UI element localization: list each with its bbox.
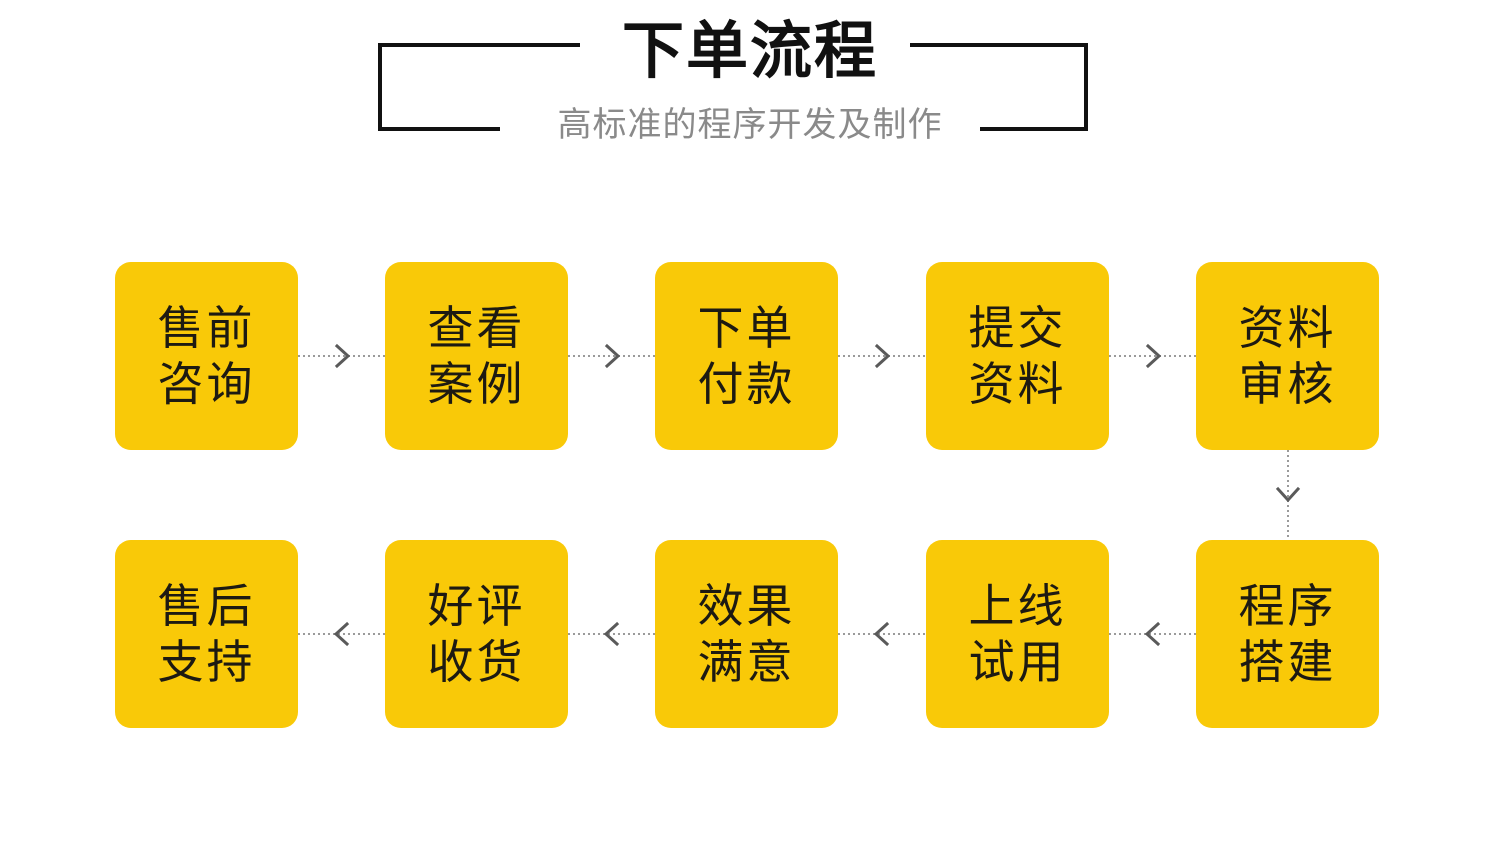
connector-dotted-line	[298, 355, 386, 357]
chevron-left-icon	[868, 620, 896, 648]
step-6-line-2: 搭建	[1238, 636, 1337, 688]
step-box-3[interactable]: 下单 付款	[655, 262, 838, 450]
chevron-right-icon	[598, 342, 626, 370]
connector-9-to-10	[298, 612, 386, 656]
step-5-line-2: 审核	[1238, 358, 1337, 410]
connector-dotted-line	[568, 355, 656, 357]
step-4-line-1: 提交	[968, 302, 1067, 354]
connector-8-to-9	[568, 612, 656, 656]
chevron-down-icon	[1274, 480, 1302, 508]
connector-5-to-6	[1266, 450, 1310, 540]
step-8-line-2: 满意	[697, 636, 796, 688]
connector-dotted-line	[838, 633, 926, 635]
step-9-line-1: 好评	[427, 580, 526, 632]
step-2-line-1: 查看	[427, 302, 526, 354]
step-3-line-2: 付款	[697, 358, 796, 410]
step-10-line-2: 支持	[157, 636, 256, 688]
connector-3-to-4	[838, 334, 926, 378]
page-subtitle: 高标准的程序开发及制作	[557, 106, 943, 144]
connector-2-to-3	[568, 334, 656, 378]
connector-1-to-2	[298, 334, 386, 378]
subtitle-frame-gap	[500, 112, 980, 140]
connector-7-to-8	[838, 612, 926, 656]
page-title: 下单流程	[621, 17, 878, 86]
step-box-7[interactable]: 上线 试用	[926, 540, 1109, 728]
step-box-8[interactable]: 效果 满意	[655, 540, 838, 728]
connector-6-to-7	[1109, 612, 1197, 656]
step-10-line-1: 售后	[157, 580, 256, 632]
step-1-line-1: 售前	[157, 302, 256, 354]
step-box-10[interactable]: 售后 支持	[115, 540, 298, 728]
chevron-left-icon	[1139, 620, 1167, 648]
step-5-line-1: 资料	[1238, 302, 1337, 354]
connector-dotted-line	[1109, 633, 1197, 635]
chevron-right-icon	[868, 342, 896, 370]
step-3-line-1: 下单	[697, 302, 796, 354]
step-8-line-1: 效果	[697, 580, 796, 632]
step-box-5[interactable]: 资料 审核	[1196, 262, 1379, 450]
header-banner: 下单流程 高标准的程序开发及制作	[0, 0, 1500, 190]
chevron-right-icon	[328, 342, 356, 370]
step-box-4[interactable]: 提交 资料	[926, 262, 1109, 450]
chevron-right-icon	[1139, 342, 1167, 370]
step-box-2[interactable]: 查看 案例	[385, 262, 568, 450]
connector-dotted-line	[568, 633, 656, 635]
connector-4-to-5	[1109, 334, 1197, 378]
step-7-line-1: 上线	[968, 580, 1067, 632]
step-9-line-2: 收货	[427, 636, 526, 688]
step-4-line-2: 资料	[968, 358, 1067, 410]
step-7-line-2: 试用	[968, 636, 1067, 688]
connector-dotted-line	[298, 633, 386, 635]
chevron-left-icon	[598, 620, 626, 648]
step-box-6[interactable]: 程序 搭建	[1196, 540, 1379, 728]
title-frame-gap	[580, 30, 910, 60]
connector-dotted-line	[1109, 355, 1197, 357]
connector-dotted-line	[838, 355, 926, 357]
step-6-line-1: 程序	[1238, 580, 1337, 632]
step-box-9[interactable]: 好评 收货	[385, 540, 568, 728]
step-box-1[interactable]: 售前 咨询	[115, 262, 298, 450]
chevron-left-icon	[328, 620, 356, 648]
step-2-line-2: 案例	[427, 358, 526, 410]
step-1-line-2: 咨询	[157, 358, 256, 410]
connector-dotted-line	[1287, 450, 1289, 540]
